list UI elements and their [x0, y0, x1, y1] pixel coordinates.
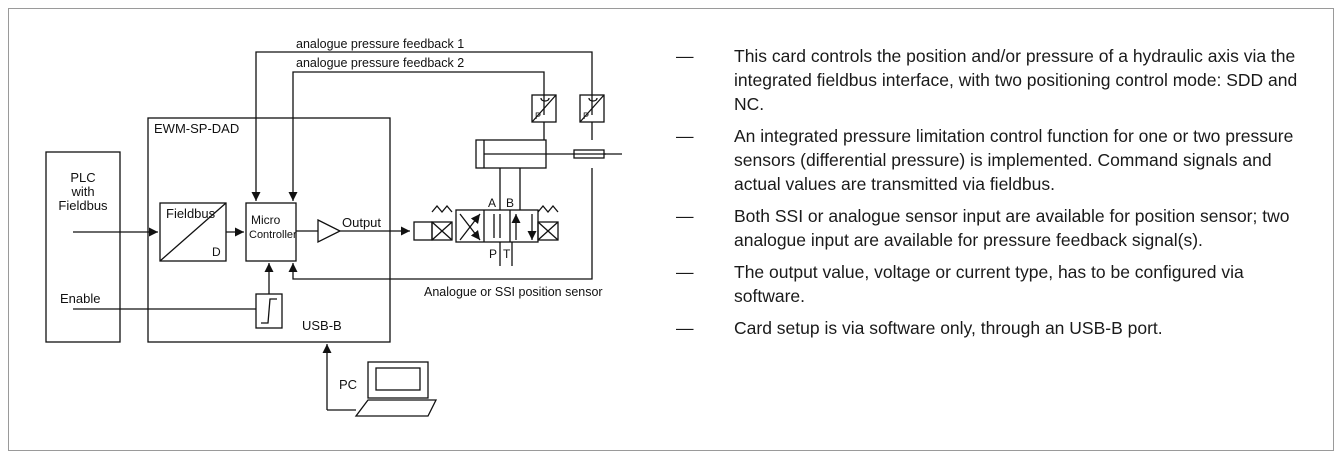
feature-item: — Card setup is via software only, throug… — [676, 316, 1316, 340]
microcontroller-block — [245, 202, 297, 262]
fieldbus-label: Fieldbus — [166, 206, 216, 221]
solenoid-left — [413, 221, 433, 241]
feature-item: — Both SSI or analogue sensor input are a… — [676, 204, 1316, 252]
dash: — — [676, 46, 694, 66]
feature-text: This card controls the position and/or p… — [734, 46, 1298, 114]
dash: — — [676, 262, 694, 282]
card-box — [147, 117, 391, 343]
feature-text: An integrated pressure limitation contro… — [734, 126, 1294, 194]
feedback1-label: analogue pressure feedback 1 — [296, 37, 464, 51]
feature-list: — This card controls the position and/or … — [676, 44, 1316, 348]
amplifier-symbol — [317, 218, 342, 244]
fieldbus-d-label: D — [212, 245, 221, 259]
sensor-label: Analogue or SSI position sensor — [424, 285, 603, 299]
dash: — — [676, 318, 694, 338]
micro-label-2: Controller — [249, 229, 297, 241]
dash: — — [676, 206, 694, 226]
card-name: EWM-SP-DAD — [154, 121, 239, 136]
output-label: Output — [342, 215, 381, 230]
sensor1-p: P — [535, 111, 541, 121]
valve-body — [455, 209, 539, 243]
feature-text: Card setup is via software only, through… — [734, 318, 1163, 338]
plc-label-line2: with — [70, 184, 94, 199]
port-a: A — [488, 196, 496, 210]
feature-text: Both SSI or analogue sensor input are av… — [734, 206, 1290, 250]
port-p: P — [489, 247, 497, 261]
feedback2-label: analogue pressure feedback 2 — [296, 56, 464, 70]
dash: — — [676, 126, 694, 146]
plc-label-line1: PLC — [70, 170, 95, 185]
usb-label: USB-B — [302, 318, 342, 333]
feature-item: — This card controls the position and/or … — [676, 44, 1316, 116]
pc-label: PC — [339, 377, 357, 392]
block-diagram: PLC with Fieldbus Enable EWM-SP-DAD Fiel… — [45, 37, 622, 417]
port-b: B — [506, 196, 514, 210]
plc-box — [45, 151, 121, 343]
figure-frame — [8, 8, 1334, 451]
feature-item: — An integrated pressure limitation contr… — [676, 124, 1316, 196]
feature-text: The output value, voltage or current typ… — [734, 262, 1244, 306]
laptop-screen — [367, 361, 429, 399]
enable-label: Enable — [60, 291, 100, 306]
plc-label-line3: Fieldbus — [58, 198, 108, 213]
port-t: T — [503, 247, 511, 261]
sensor2-p: P — [583, 111, 589, 121]
feature-item: — The output value, voltage or current ty… — [676, 260, 1316, 308]
micro-label-1: Micro — [251, 213, 281, 227]
